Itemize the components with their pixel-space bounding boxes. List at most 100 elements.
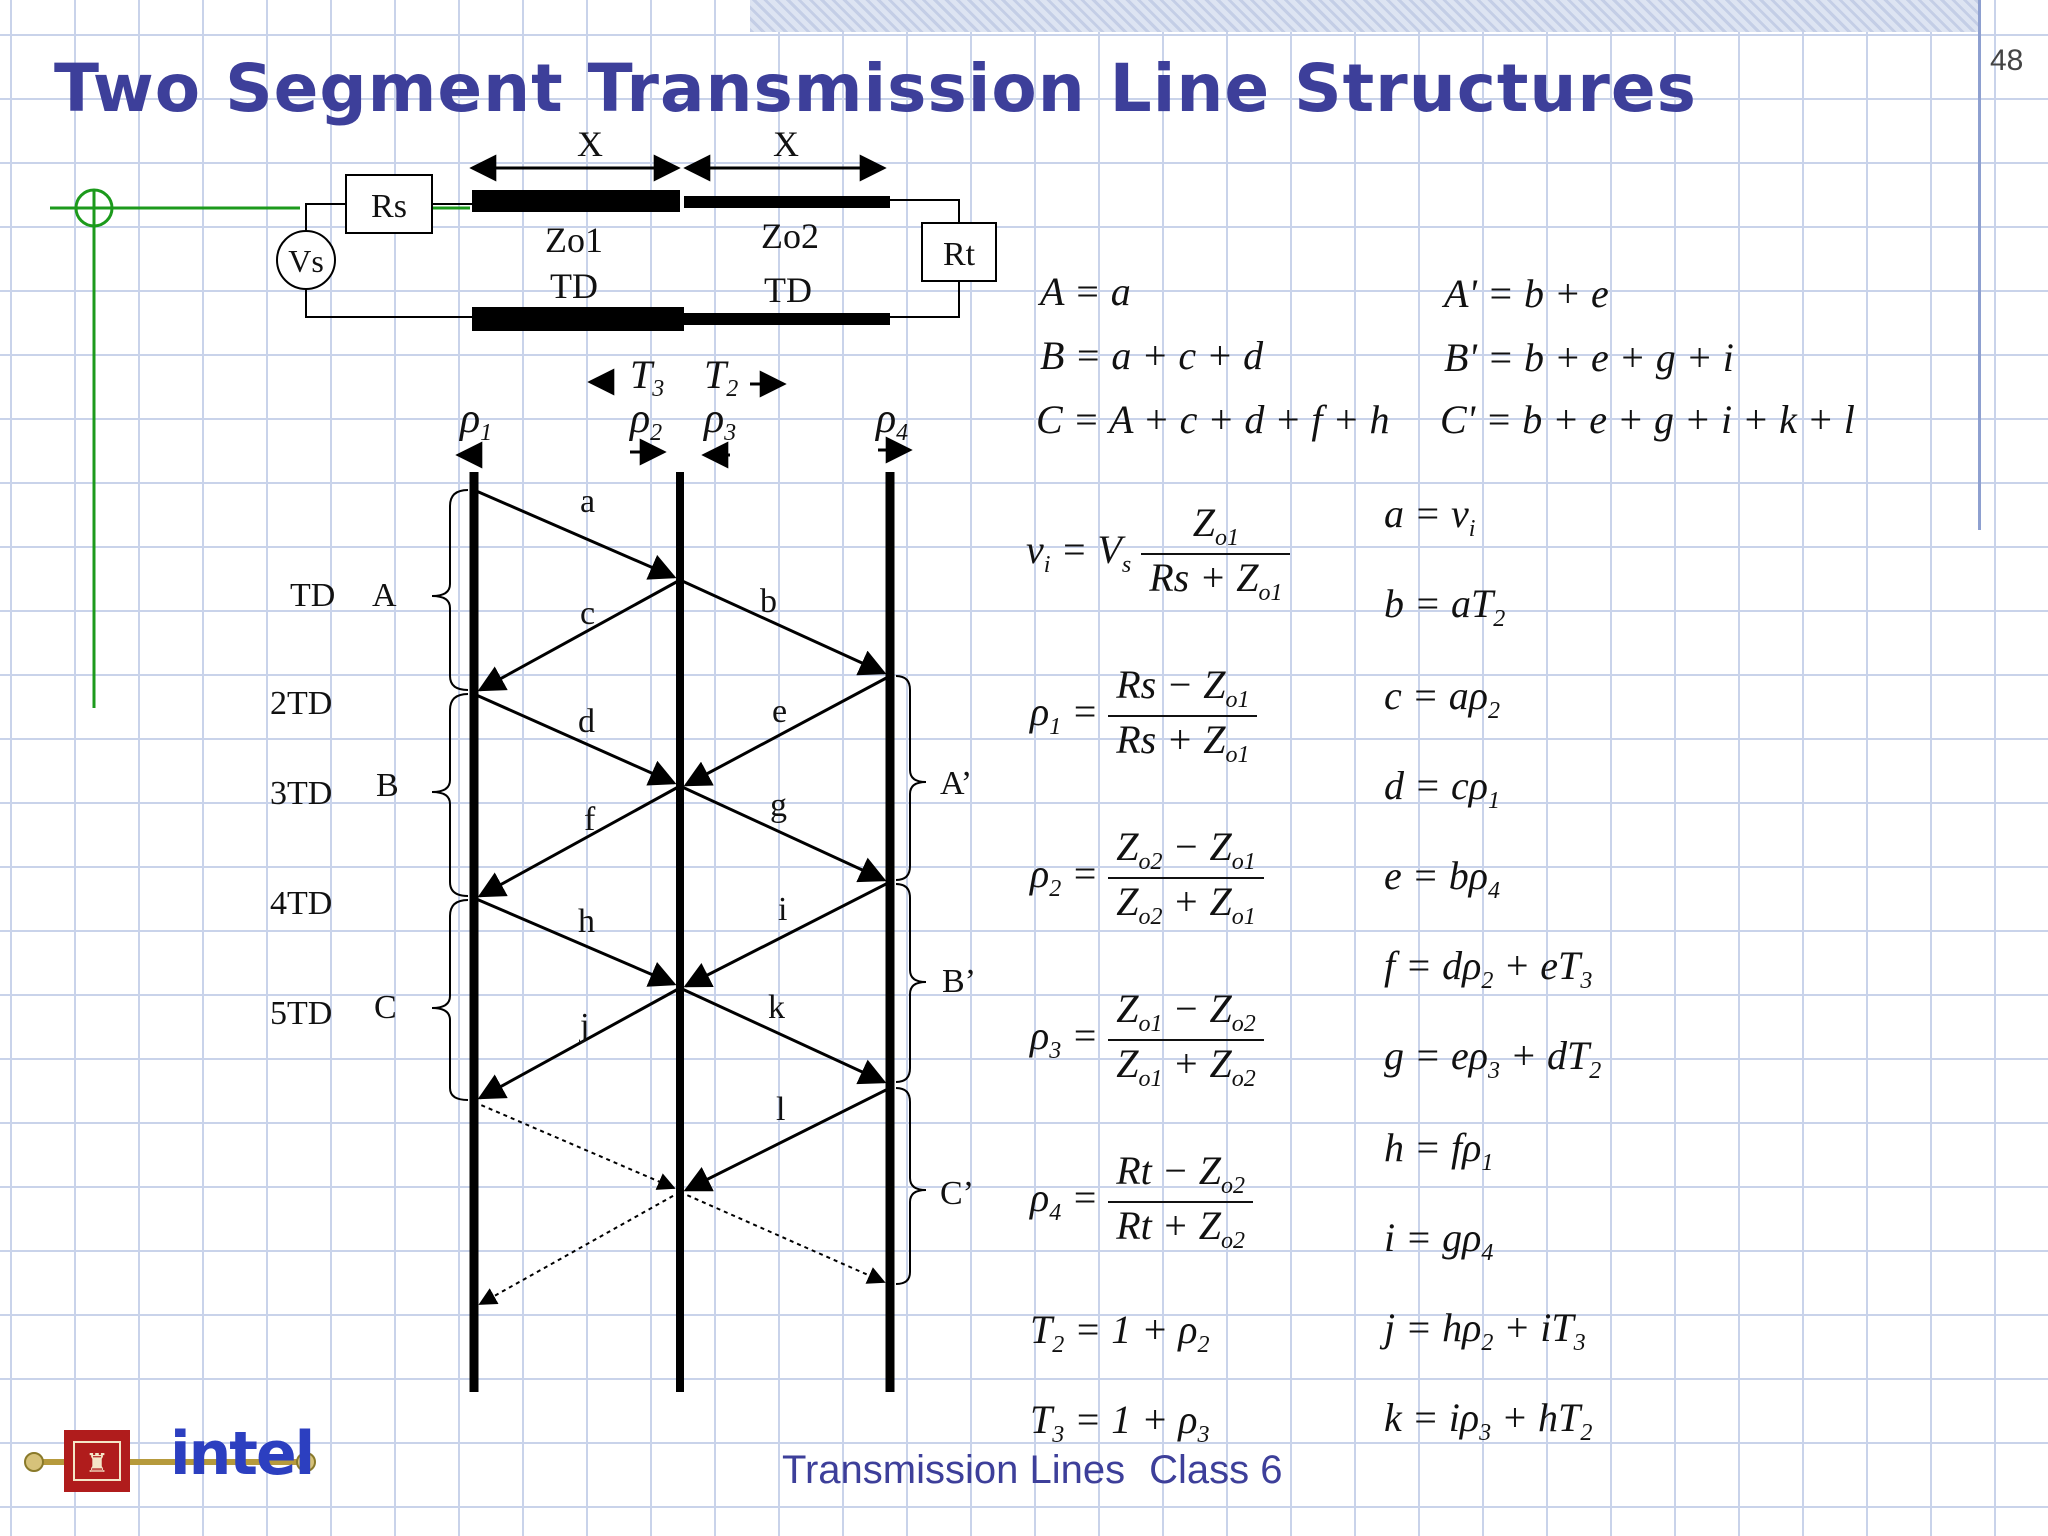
brace-b-prime (895, 883, 927, 1083)
segment1-bottom (472, 307, 684, 331)
wave-dashed-1 (473, 1101, 676, 1190)
group-c: C (374, 989, 397, 1026)
label-k: k (768, 989, 785, 1026)
eq-sum-c: C = A + c + d + f + h (1036, 397, 1390, 442)
wave-a (473, 488, 677, 580)
label-j: j (579, 1007, 589, 1044)
label-d: d (578, 703, 595, 740)
wave-c (477, 578, 681, 692)
time-5td: 5TD (270, 995, 332, 1032)
group-a: A (372, 577, 397, 614)
eq-t2: T2 = 1 + ρ2 (1030, 1307, 1210, 1358)
margin-rule (1978, 0, 1981, 530)
time-labels: TD 2TD 3TD 4TD 5TD (270, 577, 335, 1032)
bounce-arrows (473, 488, 891, 1305)
seg2-impedance-label: Zo2 (761, 216, 819, 256)
brace-c-prime (895, 1087, 927, 1285)
eq-wave-j: j = hρ2 + iT3 (1384, 1305, 1586, 1356)
rho3-header: ρ3 (702, 396, 736, 446)
eq-wave-e: e = bρ4 (1384, 853, 1500, 904)
label-i: i (778, 891, 787, 928)
eq-sum-a: A = a (1040, 269, 1131, 314)
eq-sum-a-prime: A' = b + e (1444, 271, 1609, 316)
eq-sum-b-prime: B' = b + e + g + i (1444, 335, 1734, 380)
group-b: B (376, 767, 399, 804)
slide-title: Two Segment Transmission Line Structures (54, 50, 1697, 127)
group-c-prime: C’ (940, 1175, 974, 1212)
intel-wordmark: intel (170, 1420, 313, 1489)
rs-label: Rs (371, 188, 407, 225)
label-f: f (584, 801, 596, 838)
eq-wave-k: k = iρ3 + hT2 (1384, 1395, 1593, 1446)
eq-wave-b: b = aT2 (1384, 581, 1506, 632)
t3-label: T3 (630, 352, 664, 402)
label-l: l (776, 1091, 785, 1128)
eq-sum-b: B = a + c + d (1040, 333, 1264, 378)
footer: Transmission Lines Class 6 (782, 1448, 1306, 1493)
circuit-schematic: Rs Vs Rt X X Zo1 Zo2 TD TD (276, 124, 997, 331)
eq-wave-c: c = aρ2 (1384, 673, 1500, 724)
time-3td: 3TD (270, 775, 332, 812)
time-4td: 4TD (270, 885, 332, 922)
label-h: h (578, 903, 595, 940)
rt-resistor (921, 222, 997, 282)
seg1-impedance-label: Zo1 (545, 220, 603, 260)
intel-logo: ♜ intel (24, 1420, 316, 1492)
eq-wave-f: f = dρ2 + eT3 (1384, 943, 1593, 994)
wave-labels: a b c d e f g h i j k l (578, 483, 787, 1128)
rho4-header: ρ4 (874, 396, 908, 446)
rt-label: Rt (943, 236, 976, 273)
segment2-bottom (684, 313, 890, 325)
wave-h (473, 896, 677, 987)
footer-course: Transmission Lines (782, 1448, 1126, 1492)
group-labels: A B C A’ B’ C’ (372, 577, 976, 1212)
rho2-header: ρ2 (628, 396, 662, 446)
wave-e (683, 674, 891, 787)
group-b-prime: B’ (942, 963, 976, 1000)
label-e: e (772, 693, 787, 730)
braces (431, 489, 927, 1285)
eq-wave-g: g = eρ3 + dT2 (1384, 1033, 1602, 1084)
label-c: c (580, 595, 595, 632)
rho1-header: ρ1 (458, 396, 492, 446)
header-band (750, 0, 1980, 32)
wave-k (679, 986, 887, 1085)
footer-class: Class 6 (1149, 1448, 1283, 1492)
wave-b (679, 578, 887, 676)
wave-dashed-2 (478, 1191, 681, 1305)
label-b: b (760, 583, 777, 620)
brace-c (431, 899, 469, 1101)
lattice-header: T3 T2 ρ1 ρ2 ρ3 ρ4 (455, 352, 913, 469)
wave-l (683, 1086, 891, 1192)
wave-j (477, 986, 681, 1100)
brace-a-prime (895, 675, 927, 881)
seg2-length-label: X (773, 124, 799, 164)
seg1-length-label: X (577, 124, 603, 164)
vs-label: Vs (288, 243, 324, 279)
group-a-prime: A’ (940, 765, 972, 802)
label-g: g (770, 787, 787, 824)
t2-label: T2 (704, 352, 738, 402)
time-2td: 2TD (270, 685, 332, 722)
annotation-cursor (50, 188, 470, 708)
wave-d (473, 692, 677, 786)
eq-wave-d: d = cρ1 (1384, 763, 1500, 814)
eq-wave-h: h = fρ1 (1384, 1125, 1494, 1176)
wave-dashed-3 (679, 1191, 886, 1284)
svg-text:♜: ♜ (85, 1449, 108, 1479)
eq-wave-a: a = vi (1384, 491, 1476, 542)
segment2-top (684, 196, 890, 208)
segment1-top (472, 190, 680, 212)
wave-f (477, 784, 681, 898)
wave-i (683, 880, 891, 988)
wave-g (679, 784, 887, 883)
seg1-delay-label: TD (550, 266, 598, 306)
eq-wave-i: i = gρ4 (1384, 1215, 1494, 1266)
eq-sum-c-prime: C' = b + e + g + i + k + l (1440, 397, 1855, 442)
seg2-delay-label: TD (764, 270, 812, 310)
lattice-lines (469, 472, 895, 1392)
time-td: TD (290, 577, 335, 614)
